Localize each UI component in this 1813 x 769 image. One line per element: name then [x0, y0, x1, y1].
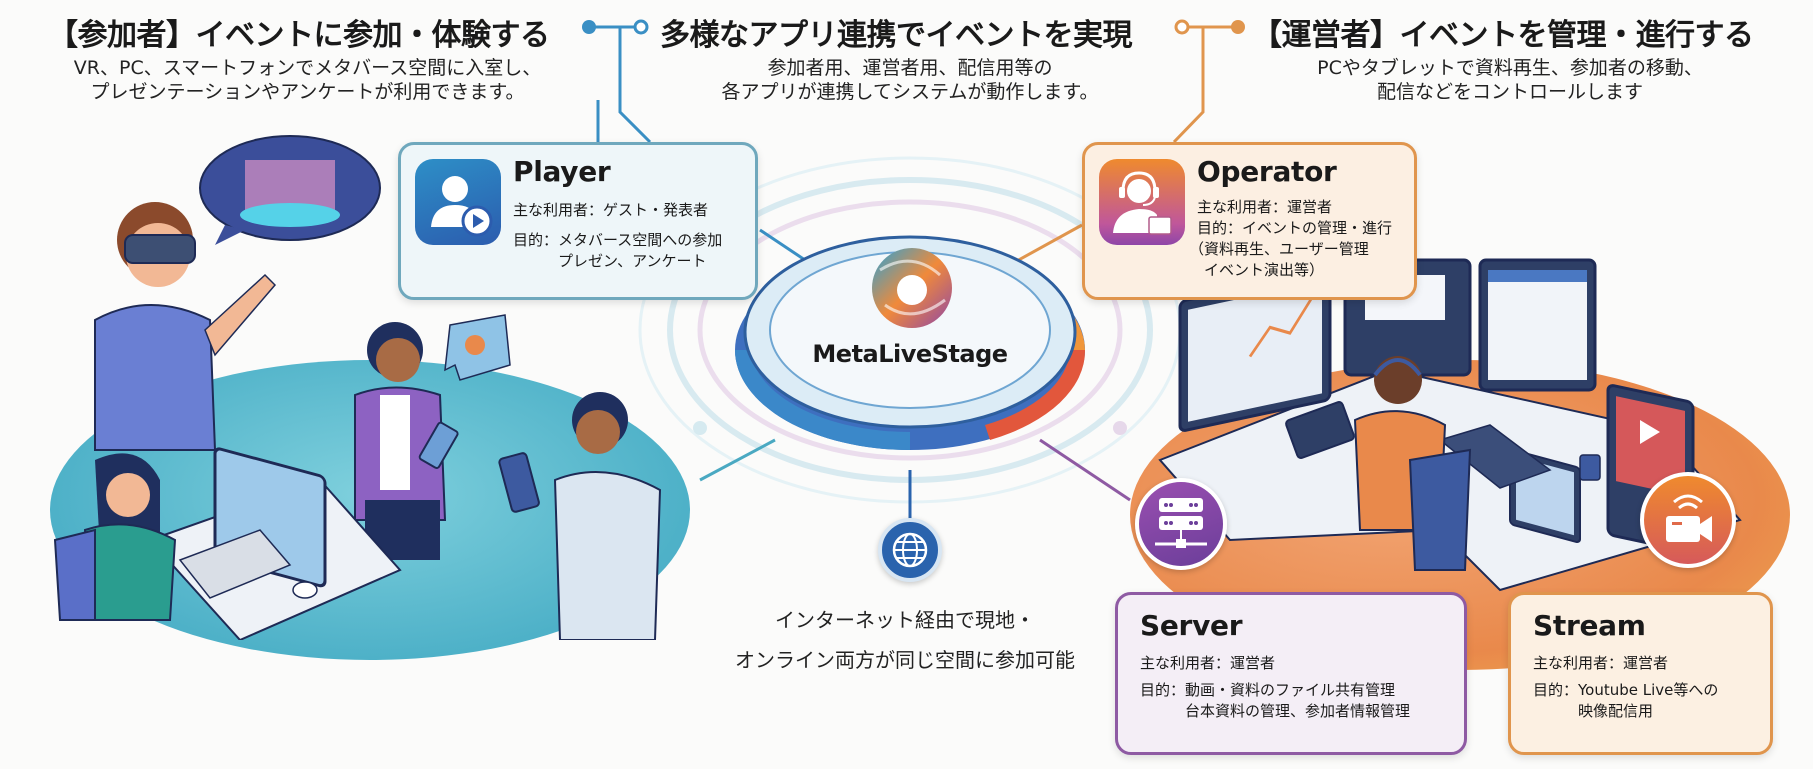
desktop-computer-figure [148, 447, 402, 640]
seated-user-figure [53, 453, 177, 621]
operator-subtitle: PCやタブレットで資料再生、参加者の移動、 配信などをコントロールします [1270, 56, 1750, 104]
hub-platform [735, 235, 1086, 450]
participant-title: 【参加者】イベントに参加・体験する [48, 18, 550, 53]
operator-figure [1285, 356, 1472, 571]
stream-purpose-cont: 映像配信用 [1533, 702, 1654, 720]
player-purpose-cont: プレゼン、アンケート [513, 252, 707, 270]
vr-user-figure [94, 202, 277, 451]
operator-users: 主な利用者：運営者 [1197, 198, 1333, 216]
server-network-icon [1135, 478, 1227, 570]
integration-subtitle: 参加者用、運営者用、配信用等の 各アプリが連携してシステムが動作します。 [660, 56, 1160, 104]
video-broadcast-icon [1640, 472, 1736, 568]
operator-app-name: Operator [1197, 155, 1337, 188]
hub-operator-line [1014, 223, 1083, 264]
operator-card: Operator 主な利用者：運営者 目的：イベントの管理・進行 （資料再生、ユ… [1082, 142, 1417, 300]
internet-caption-line: オンライン両方が同じ空間に参加可能 [735, 648, 1075, 672]
stream-card: Stream 主な利用者：運営者 目的：Youtube Live等への 映像配信… [1508, 592, 1773, 755]
integration-subtitle-line: 各アプリが連携してシステムが動作します。 [721, 81, 1099, 103]
tablet-user-figure [354, 314, 511, 560]
stream-users: 主な利用者：運営者 [1533, 654, 1669, 672]
hub-name: MetaLiveStage [812, 340, 1008, 368]
operator-subtitle-line: 配信などをコントロールします [1376, 81, 1643, 103]
player-card: Player 主な利用者：ゲスト・発表者 目的：メタバース空間への参加 プレゼン… [398, 142, 758, 300]
participant-subtitle: VR、PC、スマートフォンでメタバース空間に入室し、 プレゼンテーションやアンケ… [40, 56, 575, 104]
player-purpose: 目的：メタバース空間への参加 [513, 231, 723, 249]
server-app-name: Server [1140, 609, 1243, 642]
player-app-name: Player [513, 155, 611, 188]
internet-caption: インターネット経由で現地・ オンライン両方が同じ空間に参加可能 [690, 600, 1120, 680]
participant-subtitle-line: プレゼンテーションやアンケートが利用できます。 [90, 81, 525, 103]
player-users: 主な利用者：ゲスト・発表者 [513, 201, 709, 219]
hub-player-line [759, 228, 809, 264]
server-card: Server 主な利用者：運営者 目的：動画・資料のファイル共有管理 台本資料の… [1115, 592, 1467, 755]
monitor-analytics [1178, 269, 1332, 432]
operator-keyboard [1438, 424, 1552, 489]
globe-icon [878, 518, 942, 582]
stream-app-name: Stream [1533, 609, 1646, 642]
participants-illustration [53, 135, 662, 640]
vr-thought-bubble [199, 135, 381, 245]
participant-connector [582, 19, 652, 144]
server-users: 主な利用者：運営者 [1140, 654, 1276, 672]
smartphone-user-figure [498, 392, 662, 640]
operator-subtitle-line: PCやタブレットで資料再生、参加者の移動、 [1317, 57, 1703, 79]
stream-purpose: 目的：Youtube Live等への [1533, 681, 1719, 699]
server-purpose-cont: 台本資料の管理、参加者情報管理 [1140, 702, 1411, 720]
internet-caption-line: インターネット経由で現地・ [775, 608, 1035, 632]
headset-operator-icon [1099, 159, 1185, 245]
hub-server-line [1039, 438, 1131, 502]
participant-subtitle-line: VR、PC、スマートフォンでメタバース空間に入室し、 [73, 57, 542, 79]
operator-purpose-cont: （資料再生、ユーザー管理 [1189, 240, 1369, 258]
mug [1579, 454, 1601, 481]
monitor-user-list [1478, 258, 1597, 392]
server-purpose: 目的：動画・資料のファイル共有管理 [1140, 681, 1396, 699]
operator-title: 【運営者】イベントを管理・進行する [1252, 18, 1754, 53]
integration-subtitle-line: 参加者用、運営者用、配信用等の [767, 57, 1053, 79]
integration-title: 多様なアプリ連携でイベントを実現 [660, 18, 1133, 53]
hub-participants-line [699, 438, 776, 482]
operator-illustration [1158, 258, 1742, 592]
operator-purpose-cont2: イベント演出等） [1189, 261, 1325, 279]
swirl-logo-icon [872, 248, 952, 328]
operator-purpose: 目的：イベントの管理・進行 [1197, 219, 1393, 237]
user-play-icon [415, 159, 501, 245]
